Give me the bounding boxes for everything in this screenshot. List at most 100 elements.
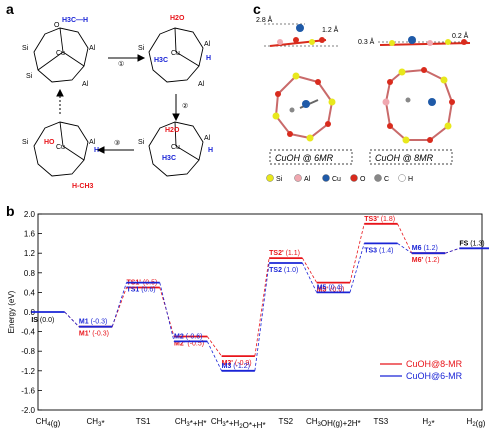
level-label-is: IS (0.0) (31, 317, 54, 324)
hydrogen-text-3: H (94, 147, 99, 154)
panel-label-a: a (6, 1, 14, 17)
level-label: M5 (0.4) (317, 284, 343, 291)
step-1-label: ① (118, 60, 124, 68)
legend-label-c: C (384, 176, 389, 183)
x-axis: CH4(g) CH3* TS1 CH3*+H* CH3*+H2O*+H* TS2 CH3OH… (36, 417, 486, 430)
x-state-label: CH4(g) (36, 417, 61, 428)
level-label: M2 (-0.6) (174, 333, 202, 340)
label-6mr: CuOH @ 6MR (275, 153, 334, 163)
energy-levels: M1' (-0.3)TS1' (0.5)M2' (-0.5)M3' (-0.9)… (31, 216, 489, 372)
x-state-label: H2* (422, 417, 434, 428)
x-state-label: CH3*+H* (175, 417, 207, 428)
legend-swatch-cu (322, 174, 330, 182)
level-label: TS2 (1.0) (269, 267, 298, 274)
x-state-label: CH3OH(g)+2H* (306, 417, 361, 428)
atom-label: Si (22, 45, 29, 52)
label-box-6mr (269, 149, 353, 165)
level-label: M3' (-0.9) (222, 360, 252, 367)
hydroxyl-text: HO (44, 139, 55, 146)
atom-label: Cu (56, 144, 65, 151)
connector (349, 223, 365, 283)
legend-swatch-c (374, 174, 382, 182)
methyl-text: H3C (154, 57, 168, 64)
methane-text: H3C—H (62, 17, 88, 24)
scheme-ring-3 (148, 121, 204, 177)
y-axis: 2.01.61.20.80.40.0-0.4-0.8-1.2-1.6-2.0 (21, 210, 42, 415)
connector (349, 243, 365, 293)
level-label: M1' (-0.3) (79, 331, 109, 338)
connector (206, 336, 222, 357)
scheme-ring-1 (33, 27, 89, 83)
step-3-label: ③ (114, 139, 120, 147)
atom-label: Al (204, 41, 211, 48)
level-label: M6 (1.2) (412, 245, 438, 252)
connector (206, 341, 222, 371)
legend-label-cu: Cu (332, 176, 341, 183)
level-label: TS1 (0.6) (126, 287, 155, 294)
atom-label: Cu (56, 50, 65, 57)
level-label: M2' (-0.5) (174, 341, 204, 348)
atom-label: Al (82, 81, 89, 88)
panel-label-b: b (6, 203, 15, 219)
y-tick-label: -1.6 (21, 386, 35, 395)
atom-label: O (54, 22, 60, 29)
y-tick-label: 1.2 (24, 249, 36, 258)
connector (302, 262, 318, 293)
atom-label: Al (89, 45, 96, 52)
atom-label: Al (204, 135, 211, 142)
y-tick-label: 0.8 (24, 269, 36, 278)
y-axis-label: Energy (eV) (7, 290, 16, 333)
connector (397, 243, 413, 254)
legend-swatch-o (350, 174, 358, 182)
hydrogen-text-2: H (208, 147, 213, 154)
legend-label: CuOH@6-MR (406, 371, 463, 381)
legend-label-al: Al (304, 176, 311, 183)
label-box-8mr (369, 149, 453, 165)
panel-label-c: c (253, 1, 261, 17)
level-label: TS3' (1.8) (364, 216, 395, 223)
scheme-arrows (56, 54, 180, 154)
dim-label: 1.2 Å (322, 25, 339, 34)
x-state-label: CH3* (87, 417, 105, 428)
structure-8mr-top (382, 67, 455, 144)
level-label: M5' (0.6) (317, 287, 345, 294)
legend-label-si: Si (276, 176, 283, 183)
x-state-label: CH3*+H2O*+H* (211, 417, 266, 430)
water-text-2: H2O (165, 127, 180, 134)
legend-swatch-h (398, 174, 406, 182)
legend-label-h: H (408, 176, 413, 183)
y-tick-label: -2.0 (21, 406, 35, 415)
connector (397, 223, 413, 254)
x-state-label: TS2 (278, 417, 293, 426)
dim-label: 0.2 Å (452, 31, 469, 40)
scheme-ring-2 (148, 27, 204, 83)
atom-label: Cu (171, 50, 180, 57)
y-tick-label: 1.6 (24, 230, 36, 239)
connector (111, 282, 127, 327)
atom-label: Si (22, 139, 29, 146)
step-2-label: ② (182, 102, 188, 110)
level-label-fs: FS (1.3) (459, 240, 484, 247)
y-tick-label: -0.8 (21, 347, 35, 356)
atom-label: Al (198, 81, 205, 88)
connector (64, 311, 80, 327)
legend-label: CuOH@8-MR (406, 359, 463, 369)
legend-swatch-si (266, 174, 274, 182)
legend-label-o: O (360, 176, 366, 183)
connector (444, 247, 460, 254)
atom-label: Al (89, 139, 96, 146)
label-8mr: CuOH @ 8MR (375, 153, 434, 163)
level-label: M1 (-0.3) (79, 319, 107, 326)
legend-swatch-al (294, 174, 302, 182)
level-label: M6' (1.2) (412, 257, 440, 264)
x-state-label: TS1 (136, 417, 151, 426)
structure-6mr-top (272, 72, 336, 142)
y-tick-label: -0.4 (21, 328, 35, 337)
atom-label: Si (138, 45, 145, 52)
y-tick-label: 0.0 (24, 308, 36, 317)
water-text: H2O (170, 15, 185, 22)
level-label: M3 (-1.2) (222, 363, 250, 370)
dim-label: 2.8 Å (256, 15, 273, 24)
